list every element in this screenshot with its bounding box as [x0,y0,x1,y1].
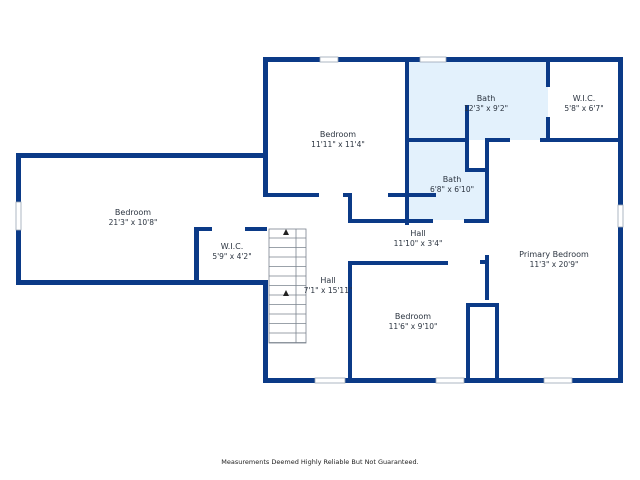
room-label-bath-large: Bath 12'3" x 9'2" [464,94,508,113]
svg-text:Bath: Bath [477,94,496,103]
svg-text:6'8" x 6'10": 6'8" x 6'10" [430,185,474,194]
room-label-hall-vertical: Hall 7'1" x 15'11" [304,276,353,295]
svg-text:Hall: Hall [320,276,335,285]
svg-text:12'3" x 9'2": 12'3" x 9'2" [464,104,508,113]
svg-text:11'11" x 11'4": 11'11" x 11'4" [311,140,365,149]
disclaimer-footer: Measurements Deemed Highly Reliable But … [221,458,419,466]
bath-fill [408,61,548,220]
svg-text:Bedroom: Bedroom [115,208,151,217]
room-label-primary-bedroom: Primary Bedroom 11'3" x 20'9" [519,250,589,269]
room-label-bedroom-left: Bedroom 21'3" x 10'8" [109,208,158,227]
room-label-bedroom-upper: Bedroom 11'11" x 11'4" [311,130,365,149]
room-label-bedroom-lower: Bedroom 11'6" x 9'10" [389,312,438,331]
svg-text:Bedroom: Bedroom [395,312,431,321]
svg-text:Bath: Bath [443,175,462,184]
windows [15,56,624,384]
svg-text:Bedroom: Bedroom [320,130,356,139]
svg-text:Primary Bedroom: Primary Bedroom [519,250,589,259]
svg-text:11'6" x 9'10": 11'6" x 9'10" [389,322,438,331]
room-label-wic-left: W.I.C. 5'9" x 4'2" [212,242,251,261]
svg-text:Hall: Hall [410,229,425,238]
svg-text:21'3" x 10'8": 21'3" x 10'8" [109,218,158,227]
svg-text:11'10" x 3'4": 11'10" x 3'4" [394,239,443,248]
svg-text:5'8" x 6'7": 5'8" x 6'7" [564,104,603,113]
room-label-bath-small: Bath 6'8" x 6'10" [430,175,474,194]
svg-text:7'1" x 15'11": 7'1" x 15'11" [304,286,353,295]
room-label-hall-horizontal: Hall 11'10" x 3'4" [394,229,443,248]
staircase [268,228,307,344]
svg-text:W.I.C.: W.I.C. [573,94,596,103]
svg-text:W.I.C.: W.I.C. [221,242,244,251]
svg-text:5'9" x 4'2": 5'9" x 4'2" [212,252,251,261]
room-label-wic-upper: W.I.C. 5'8" x 6'7" [564,94,603,113]
svg-text:11'3" x 20'9": 11'3" x 20'9" [530,260,579,269]
